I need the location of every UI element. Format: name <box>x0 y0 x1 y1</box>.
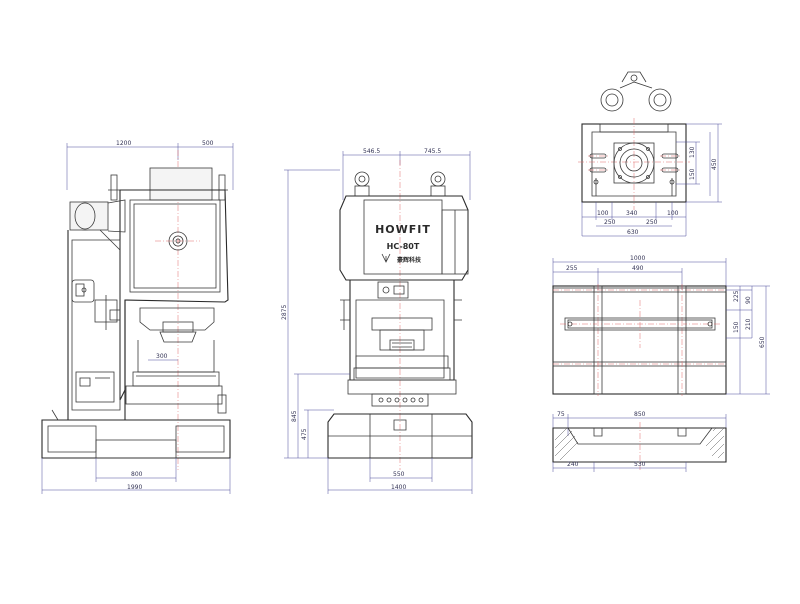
top-view: 100 340 100 250 250 630 130 150 450 <box>578 71 722 237</box>
bolster-plan-view: 1000 255 490 225 90 150 <box>552 255 770 396</box>
brand-logo-text: HOWFIT <box>375 223 431 236</box>
dim-top-250b: 250 <box>646 219 658 226</box>
dim-top-100a: 100 <box>597 210 609 217</box>
dim-section-530: 530 <box>634 461 646 468</box>
dim-front-base-inner: 550 <box>393 471 405 478</box>
dim-top-450: 450 <box>711 158 718 170</box>
dim-bolster-mid: 490 <box>632 265 644 272</box>
brand-emblem-icon <box>381 253 391 263</box>
dim-top-130: 130 <box>689 146 696 158</box>
dim-front-height-total: 2875 <box>281 305 288 320</box>
dim-side-top-total: 1200 <box>116 140 131 147</box>
dim-front-base-total: 1400 <box>391 484 406 491</box>
dim-top-630: 630 <box>627 229 639 236</box>
dim-section-240: 240 <box>567 461 579 468</box>
dim-side-base-total: 1990 <box>127 484 142 491</box>
dim-side-bore: 300 <box>156 353 168 360</box>
dim-bolster-total: 1000 <box>630 255 645 262</box>
dim-bolster-150: 150 <box>733 321 740 333</box>
dim-side-top-right: 500 <box>202 140 214 147</box>
dim-front-top-left: 546.5 <box>363 148 380 155</box>
dim-front-height-low: 475 <box>301 428 308 440</box>
dim-top-150: 150 <box>689 168 696 180</box>
dim-bolster-650: 650 <box>759 336 766 348</box>
dim-bolster-left: 255 <box>566 265 578 272</box>
dim-top-250a: 250 <box>604 219 616 226</box>
model-label: HC-80T <box>387 242 420 251</box>
dim-front-height-mid: 845 <box>291 410 298 422</box>
dim-bolster-210: 210 <box>745 318 752 330</box>
bolster-section-view: 75 850 240 530 <box>552 411 727 472</box>
dim-section-850: 850 <box>634 411 646 418</box>
dim-front-top-right: 745.5 <box>424 148 441 155</box>
company-label: 豪辉科技 <box>397 256 422 264</box>
dim-top-100b: 100 <box>667 210 679 217</box>
dim-top-340: 340 <box>626 210 638 217</box>
dim-section-75: 75 <box>557 411 565 418</box>
dim-side-base-inner: 800 <box>131 471 143 478</box>
front-view: 546.5 745.5 HOWFIT HC-80T 豪辉科技 <box>281 148 473 494</box>
side-view: 1200 500 <box>41 140 234 494</box>
dim-bolster-90: 90 <box>745 296 752 304</box>
dim-bolster-225: 225 <box>733 290 740 302</box>
